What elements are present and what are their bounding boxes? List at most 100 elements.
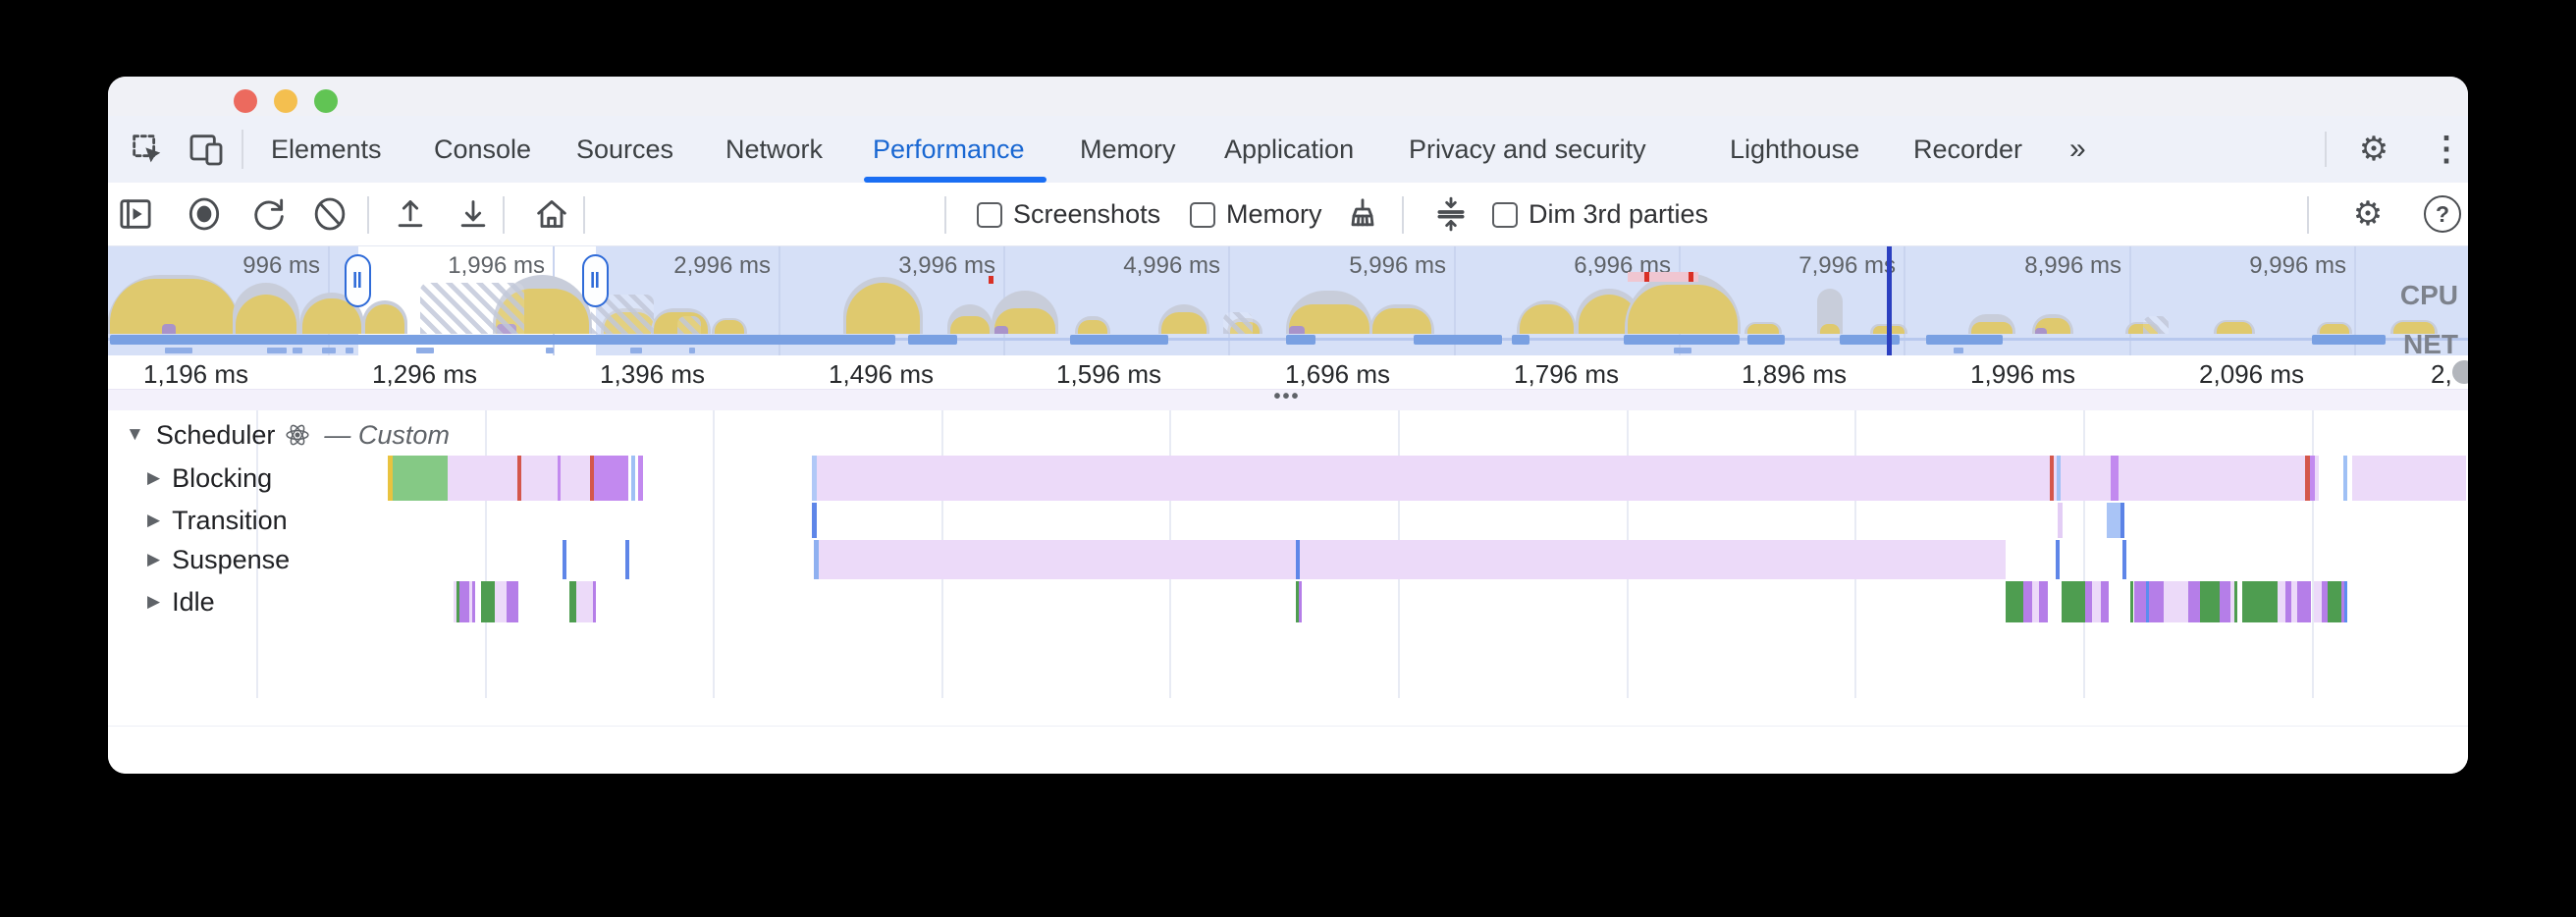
flame-event[interactable] [2050, 456, 2054, 501]
net-request-segment[interactable] [1840, 335, 1900, 345]
collapse-sections-icon[interactable] [1429, 192, 1473, 236]
flame-event[interactable] [2352, 456, 2466, 501]
flame-event[interactable] [517, 456, 521, 501]
flame-event[interactable] [2149, 581, 2164, 622]
flame-event[interactable] [495, 581, 507, 622]
collapse-triangle-icon[interactable]: ▼ [126, 424, 144, 445]
zoom-window-button[interactable] [314, 89, 338, 113]
capture-settings-gear-icon[interactable]: ⚙ [2352, 195, 2384, 233]
settings-gear-icon[interactable]: ⚙ [2358, 131, 2389, 168]
net-request-segment[interactable] [1624, 335, 1740, 345]
live-metrics-home-button[interactable] [530, 192, 573, 236]
flame-event[interactable] [2220, 581, 2230, 622]
overview-resize-strip[interactable]: ••• [108, 386, 2468, 411]
net-request-segment[interactable] [908, 335, 957, 345]
flame-event[interactable] [2111, 456, 2119, 501]
tab-elements[interactable]: Elements [271, 134, 382, 164]
flame-event[interactable] [481, 581, 495, 622]
flame-event[interactable] [2122, 540, 2126, 579]
flame-event[interactable] [2085, 581, 2092, 622]
flame-event[interactable] [2200, 581, 2220, 622]
titlebar[interactable] [108, 77, 2468, 116]
expand-triangle-icon[interactable]: ▶ [147, 592, 161, 611]
selection-handle-right[interactable]: ‖ [582, 254, 609, 307]
flame-event[interactable] [819, 540, 2006, 579]
flame-event[interactable] [2234, 581, 2237, 622]
net-request-segment[interactable] [2312, 335, 2386, 345]
flame-event[interactable] [2039, 581, 2048, 622]
tab-performance[interactable]: Performance [873, 134, 1025, 164]
flame-event[interactable] [594, 456, 628, 501]
playhead-cursor[interactable] [1887, 246, 1892, 356]
clear-recording-button[interactable] [308, 192, 351, 236]
flame-event[interactable] [576, 581, 593, 622]
flame-event[interactable] [2130, 581, 2133, 622]
flame-event[interactable] [2092, 581, 2101, 622]
track-row-label-transition[interactable]: ▶Transition [147, 503, 288, 538]
tab-recorder[interactable]: Recorder [1913, 134, 2023, 164]
memory-checkbox[interactable] [1190, 202, 1215, 228]
flame-event[interactable] [2297, 581, 2311, 622]
tab-lighthouse[interactable]: Lighthouse [1730, 134, 1860, 164]
flame-event[interactable] [812, 503, 817, 538]
flame-event[interactable] [2344, 581, 2347, 622]
flame-event[interactable] [2056, 540, 2060, 579]
tab-memory[interactable]: Memory [1080, 134, 1176, 164]
flame-event[interactable] [2164, 581, 2188, 622]
screenshots-checkbox[interactable] [977, 202, 1002, 228]
customize-devtools-menu-icon[interactable]: ⋮ [2430, 131, 2463, 168]
flame-event[interactable] [2314, 581, 2322, 622]
expand-triangle-icon[interactable]: ▶ [147, 468, 161, 487]
flame-event[interactable] [2058, 503, 2063, 538]
flame-event[interactable] [454, 581, 456, 622]
flame-event[interactable] [2305, 456, 2310, 501]
flame-event[interactable] [2328, 581, 2341, 622]
flame-event[interactable] [814, 540, 819, 579]
expand-triangle-icon[interactable]: ▶ [147, 511, 161, 529]
record-and-reload-button[interactable] [247, 192, 291, 236]
flame-event[interactable] [469, 581, 472, 622]
flame-event[interactable] [569, 581, 576, 622]
net-request-segment[interactable] [1512, 335, 1530, 345]
flame-event[interactable] [1296, 581, 1299, 622]
save-profile-button[interactable] [452, 192, 495, 236]
flame-event[interactable] [2107, 503, 2120, 538]
flame-event[interactable] [2062, 581, 2085, 622]
flame-event[interactable] [625, 540, 629, 579]
flame-event[interactable] [2023, 581, 2032, 622]
flame-event[interactable] [1299, 581, 1302, 622]
tab-application[interactable]: Application [1224, 134, 1355, 164]
flame-event[interactable] [2101, 581, 2109, 622]
track-row-label-idle[interactable]: ▶Idle [147, 581, 215, 622]
track-row-label-suspense[interactable]: ▶Suspense [147, 540, 290, 579]
flame-event[interactable] [817, 456, 2319, 501]
flame-event[interactable] [459, 581, 469, 622]
flame-event[interactable] [507, 581, 518, 622]
flame-event[interactable] [2230, 581, 2234, 622]
more-tabs-button[interactable]: » [2069, 133, 2086, 165]
selection-handle-left[interactable]: ‖ [345, 254, 371, 307]
resize-grip-dots[interactable]: ••• [1273, 386, 1301, 407]
flame-event[interactable] [631, 456, 635, 501]
flame-event[interactable] [2343, 456, 2347, 501]
load-profile-button[interactable] [389, 192, 432, 236]
flame-event[interactable] [2146, 581, 2149, 622]
flame-event[interactable] [2322, 581, 2328, 622]
flame-event[interactable] [2032, 581, 2039, 622]
track-row-label-blocking[interactable]: ▶Blocking [147, 456, 272, 501]
net-request-segment[interactable] [110, 335, 895, 345]
net-request-segment[interactable] [1286, 335, 1315, 345]
track-header-scheduler[interactable]: ▼Scheduler— Custom [126, 418, 450, 452]
flame-event[interactable] [2120, 503, 2124, 538]
flame-event[interactable] [456, 581, 459, 622]
flame-event[interactable] [2285, 581, 2291, 622]
flame-event[interactable] [1296, 540, 1300, 579]
flame-event[interactable] [2006, 581, 2023, 622]
flame-event[interactable] [638, 456, 643, 501]
flame-event[interactable] [2310, 456, 2315, 501]
flame-event[interactable] [2188, 581, 2200, 622]
flamechart-track-pane[interactable]: ▼Scheduler— Custom ▶Blocking▶Transition▶S… [108, 410, 2468, 699]
flame-event[interactable] [590, 456, 594, 501]
